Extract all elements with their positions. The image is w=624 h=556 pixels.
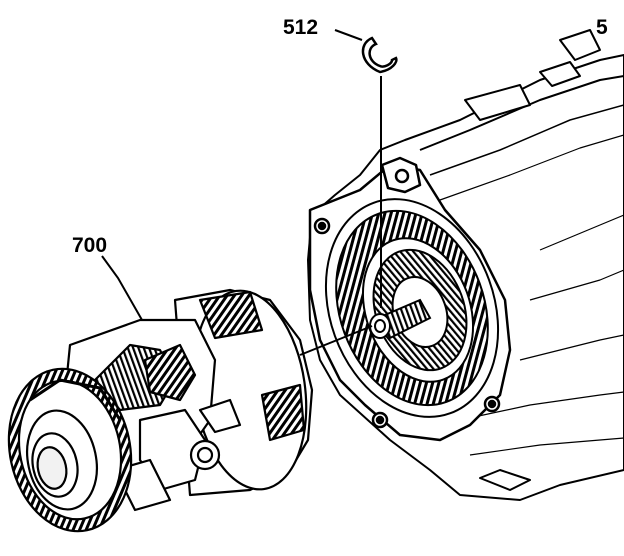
callout-512-label: 512: [283, 16, 318, 39]
callout-partial-label: 5: [596, 16, 608, 39]
leader-512: [334, 29, 363, 41]
snap-ring: [361, 36, 398, 74]
ring-gear-bore: [324, 198, 500, 418]
leader-lines: [101, 29, 382, 356]
axis-line-carrier: [299, 325, 373, 356]
callout-700-label: 700: [72, 234, 107, 257]
leader-700: [101, 255, 143, 321]
carrier-side-gear: [7, 367, 133, 533]
